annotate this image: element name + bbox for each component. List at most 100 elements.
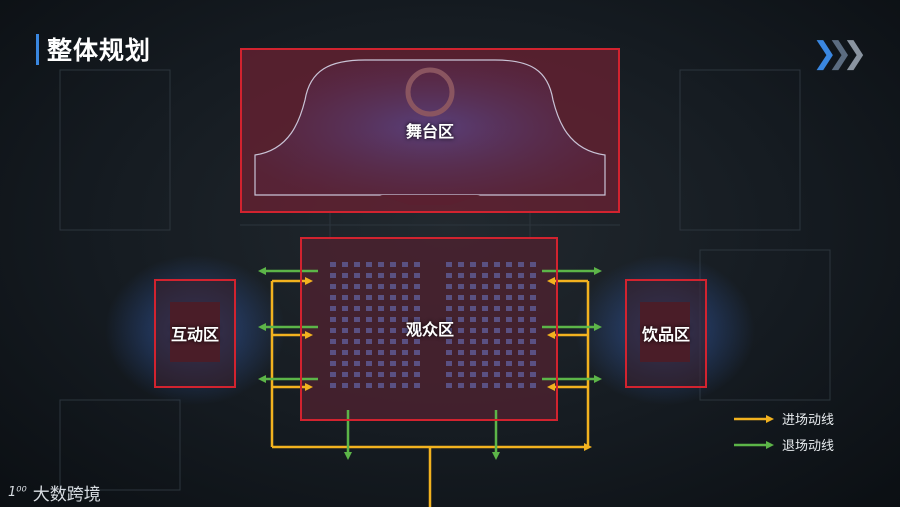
seat [354, 339, 360, 344]
seat [378, 328, 384, 333]
seat [446, 273, 452, 278]
seat [402, 383, 408, 388]
logo-mark: 1⁰⁰ [8, 485, 27, 500]
seat [458, 273, 464, 278]
seat [494, 273, 500, 278]
seat [378, 383, 384, 388]
seat [494, 350, 500, 355]
seat [470, 383, 476, 388]
seat [366, 262, 372, 267]
seat [482, 350, 488, 355]
legend-entry: 进场动线 [732, 409, 834, 428]
seat [530, 295, 536, 300]
seat [482, 328, 488, 333]
seat [458, 284, 464, 289]
seat [446, 372, 452, 377]
seat [402, 317, 408, 322]
seat [506, 328, 512, 333]
seat [330, 306, 336, 311]
seat [470, 284, 476, 289]
seat [458, 295, 464, 300]
legend-entry-label: 进场动线 [782, 413, 835, 428]
seat [342, 339, 348, 344]
seat [414, 350, 420, 355]
seat [342, 361, 348, 366]
seat [506, 273, 512, 278]
seat [518, 295, 524, 300]
seat [366, 328, 372, 333]
seat [354, 372, 360, 377]
green-arrow-icon [734, 440, 774, 449]
seat [366, 306, 372, 311]
seat [530, 273, 536, 278]
seat [506, 361, 512, 366]
seat [530, 306, 536, 311]
seat [342, 372, 348, 377]
seat [518, 328, 524, 333]
exit-arrowheads [258, 267, 602, 460]
seat [506, 306, 512, 311]
stage-ring [405, 67, 455, 117]
stage-zone-label: 舞台区 [405, 122, 455, 141]
seat [366, 273, 372, 278]
seat [342, 317, 348, 322]
seat [414, 339, 420, 344]
seat [366, 383, 372, 388]
seat [494, 372, 500, 377]
audience-zone [300, 237, 558, 421]
seat [494, 383, 500, 388]
seat [402, 262, 408, 267]
seat [402, 339, 408, 344]
seat [518, 361, 524, 366]
seat [482, 295, 488, 300]
seat [414, 262, 420, 267]
seat [530, 284, 536, 289]
entry-arrowheads [305, 277, 592, 451]
seat [518, 383, 524, 388]
stage-platform [254, 59, 606, 196]
stage-zone [240, 48, 620, 213]
legend-exit: 退场动线 [732, 435, 834, 454]
seat [378, 262, 384, 267]
seat [530, 328, 536, 333]
seat [506, 383, 512, 388]
seat [482, 306, 488, 311]
seat [458, 328, 464, 333]
seat [494, 361, 500, 366]
seat-grid [330, 262, 536, 388]
seat [470, 295, 476, 300]
seat [366, 317, 372, 322]
seat [414, 317, 420, 322]
seat [378, 372, 384, 377]
seat [494, 295, 500, 300]
seat [378, 273, 384, 278]
chevron-triple-right-icon[interactable]: ❯❯❯ [812, 36, 868, 71]
seat [470, 262, 476, 267]
seat [414, 284, 420, 289]
seat [354, 273, 360, 278]
seat [366, 339, 372, 344]
seat [446, 383, 452, 388]
seat [342, 273, 348, 278]
seat [390, 284, 396, 289]
seat [390, 339, 396, 344]
seat [390, 273, 396, 278]
seat [390, 372, 396, 377]
seat [518, 284, 524, 289]
seat [354, 328, 360, 333]
seat [354, 295, 360, 300]
seat [330, 295, 336, 300]
legend-exit-label: 退场动线 [782, 439, 835, 454]
interactive-booth [170, 302, 220, 362]
seat [366, 350, 372, 355]
seat [330, 273, 336, 278]
seat [506, 284, 512, 289]
seat [390, 295, 396, 300]
seat [470, 350, 476, 355]
seat [342, 328, 348, 333]
seat [330, 317, 336, 322]
seat [530, 361, 536, 366]
interactive-zone-label: 互动区 [170, 325, 220, 344]
seat [402, 295, 408, 300]
seat [390, 350, 396, 355]
